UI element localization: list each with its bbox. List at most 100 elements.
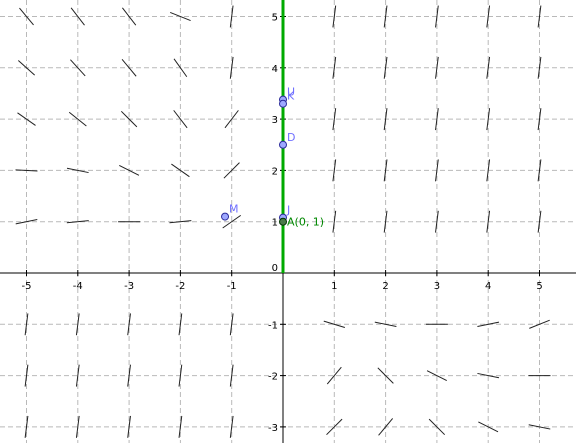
y-tick-label: -1 xyxy=(268,320,278,331)
slope-segment xyxy=(383,159,388,182)
slope-segment xyxy=(435,159,439,182)
slope-segment xyxy=(478,421,499,433)
slope-segment xyxy=(383,210,388,233)
slope-segment xyxy=(68,111,87,127)
y-tick-label: 5 xyxy=(272,13,278,24)
slope-segment xyxy=(537,210,542,233)
slope-segment xyxy=(70,7,85,26)
y-tick-label: 2 xyxy=(272,166,278,177)
point-label-d: D xyxy=(287,131,295,144)
point-label-k: K xyxy=(287,90,295,103)
point-d[interactable] xyxy=(279,140,287,149)
x-tick-label: -5 xyxy=(22,281,32,292)
slope-segment xyxy=(19,7,34,26)
slope-segment xyxy=(332,56,337,79)
x-tick-label: 2 xyxy=(382,281,388,292)
anchor-point[interactable] xyxy=(279,217,287,226)
slope-segment xyxy=(121,7,137,26)
slope-segment xyxy=(120,110,138,128)
y-tick-label: 3 xyxy=(272,115,278,126)
x-tick-label: -3 xyxy=(124,281,134,292)
slope-segment xyxy=(17,112,36,126)
slope-segment xyxy=(178,313,183,336)
slope-segment xyxy=(75,364,80,387)
slope-segment xyxy=(169,220,192,224)
slope-segment xyxy=(24,415,29,438)
slope-segment xyxy=(374,321,397,327)
slope-segment xyxy=(326,418,343,436)
slope-segment xyxy=(486,159,491,182)
slope-segment xyxy=(383,56,388,79)
x-tick-label: -4 xyxy=(73,281,83,292)
slope-segment xyxy=(332,5,337,28)
slope-segment xyxy=(229,313,234,336)
slope-segment xyxy=(224,110,239,129)
slope-segment xyxy=(173,58,188,78)
slope-segment xyxy=(332,108,337,131)
slope-segment xyxy=(24,313,29,336)
point-k[interactable] xyxy=(279,99,287,108)
x-tick-label: -1 xyxy=(227,281,237,292)
slope-segment xyxy=(17,60,36,76)
slope-segment xyxy=(537,5,542,28)
slope-segment xyxy=(121,59,137,77)
slope-segment xyxy=(66,167,89,174)
origin-label: 0 xyxy=(272,263,278,274)
anchor-point-label: A(0, 1) xyxy=(287,216,324,229)
x-tick-label: 3 xyxy=(434,281,440,292)
slope-segment xyxy=(222,214,241,229)
y-tick-label: 1 xyxy=(272,218,278,229)
slope-segment xyxy=(229,415,234,438)
slope-segment xyxy=(537,108,542,131)
slope-segment xyxy=(170,11,191,22)
slope-segment xyxy=(229,5,234,28)
slope-segment xyxy=(119,165,140,176)
y-tick-label: -2 xyxy=(268,372,278,383)
slope-segment xyxy=(178,415,183,438)
slope-segment xyxy=(383,108,388,131)
slope-segment xyxy=(537,56,542,79)
x-tick-label: 4 xyxy=(485,281,491,292)
slope-segment xyxy=(378,418,394,436)
slope-segment xyxy=(229,364,234,387)
slope-segment xyxy=(75,313,80,336)
slope-segment xyxy=(229,56,234,79)
slope-segment xyxy=(223,162,240,179)
y-tick-label: -3 xyxy=(268,423,278,434)
slope-segment xyxy=(377,367,394,384)
slope-segment xyxy=(428,418,446,436)
slope-segment xyxy=(486,108,491,131)
slope-segment xyxy=(435,5,439,28)
slope-segment xyxy=(435,56,439,79)
slope-segment xyxy=(173,110,188,129)
slope-field xyxy=(15,5,551,438)
slope-segment xyxy=(326,366,342,385)
point-m[interactable] xyxy=(221,212,230,221)
slope-segment xyxy=(477,321,500,327)
slope-segment xyxy=(486,56,491,79)
slope-segment xyxy=(66,220,89,224)
slope-segment xyxy=(70,59,86,77)
point-label-u: U xyxy=(287,86,295,99)
slope-segment xyxy=(528,424,551,430)
slope-segment xyxy=(127,364,131,387)
slope-segment xyxy=(127,415,131,438)
slope-segment xyxy=(24,364,29,387)
slope-segment xyxy=(323,320,345,328)
slope-segment xyxy=(127,313,131,336)
x-tick-label: 5 xyxy=(536,281,542,292)
y-tick-label: 4 xyxy=(272,64,278,75)
slope-segment xyxy=(486,210,491,233)
slope-segment xyxy=(537,159,542,182)
anchor-point-group[interactable]: A(0, 1) xyxy=(279,216,325,229)
slope-segment xyxy=(486,5,491,28)
slope-segment xyxy=(15,219,38,225)
slope-segment xyxy=(426,370,447,381)
slope-segment xyxy=(171,163,190,178)
slope-segment xyxy=(332,210,337,233)
x-tick-label: -2 xyxy=(175,281,185,292)
